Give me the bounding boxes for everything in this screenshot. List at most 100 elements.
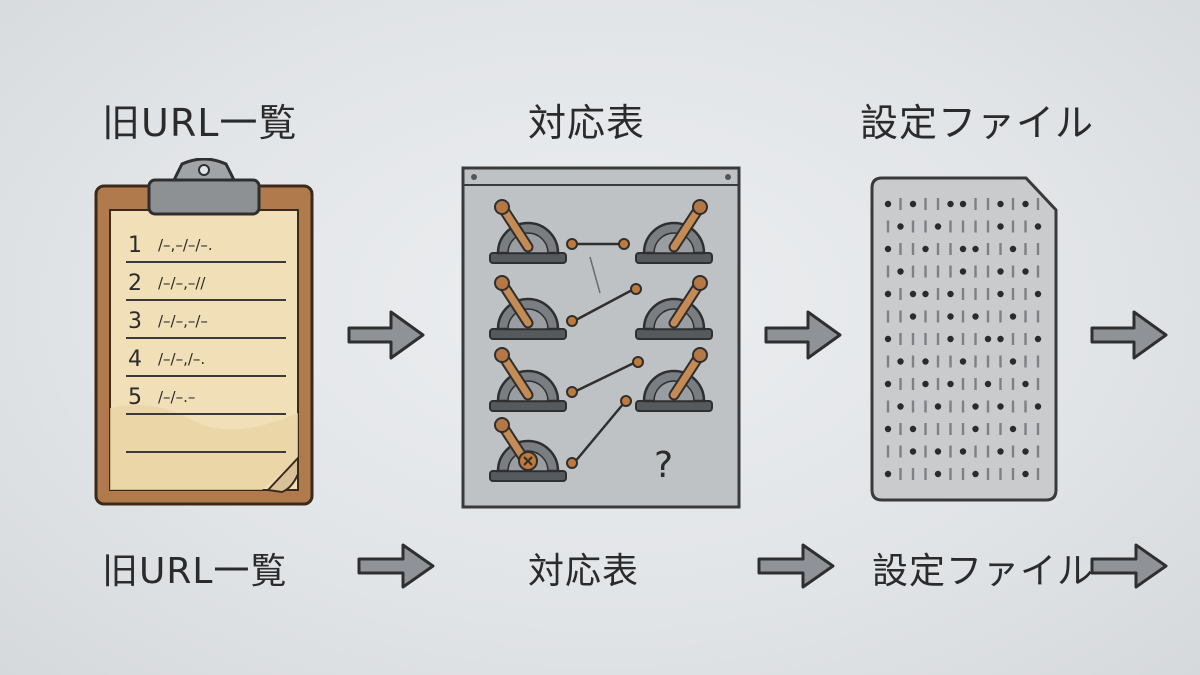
card-hole — [972, 245, 979, 253]
list-item-number: 4 — [128, 347, 142, 372]
card-hole — [924, 220, 927, 233]
lever-switch-icon — [635, 199, 713, 264]
card-hole — [972, 470, 979, 478]
card-hole — [1024, 243, 1027, 255]
card-hole — [936, 288, 940, 300]
card-hole — [999, 378, 1002, 390]
card-hole — [899, 378, 902, 390]
card-hole — [1011, 468, 1015, 480]
card-hole — [974, 198, 977, 210]
card-hole — [1036, 355, 1040, 368]
card-hole — [886, 265, 890, 278]
card-hole — [936, 265, 940, 278]
lever-switch-icon — [635, 275, 713, 340]
card-hole — [899, 423, 902, 435]
card-hole — [999, 468, 1002, 480]
card-hole — [911, 243, 915, 255]
card-hole — [924, 198, 927, 210]
list-item-number: 2 — [128, 271, 142, 296]
card-hole — [886, 445, 890, 458]
card-hole — [886, 220, 890, 233]
step-2-title: 対応表 — [528, 101, 646, 145]
card-hole — [949, 423, 952, 435]
card-hole — [997, 448, 1004, 455]
list-item-path: /–/–,–/– — [158, 312, 208, 330]
card-hole — [974, 288, 977, 300]
card-hole — [974, 265, 977, 278]
card-hole — [997, 223, 1004, 230]
card-hole — [959, 200, 967, 208]
lever-switch-icon — [635, 347, 713, 412]
card-hole — [986, 265, 990, 278]
card-hole — [949, 220, 952, 233]
card-hole — [947, 290, 954, 298]
card-hole — [922, 290, 929, 298]
right-arrow-icon — [357, 543, 435, 589]
card-hole — [972, 313, 979, 320]
card-hole — [884, 290, 892, 298]
list-item-path: /–/–.– — [158, 388, 195, 406]
lever-switch-icon — [489, 417, 567, 482]
card-hole — [884, 200, 892, 208]
step-3-title: 設定ファイル — [860, 101, 1095, 145]
card-hole — [986, 220, 990, 233]
card-hole — [936, 198, 940, 210]
card-hole — [1011, 400, 1015, 413]
clipboard-icon: 1 /–,–/–/–. 2 /–/–,–// 3 /–/–,–/– 4 /–/–… — [94, 158, 314, 506]
card-hole — [924, 445, 927, 458]
card-hole — [897, 403, 904, 410]
card-hole — [986, 355, 990, 368]
card-hole — [1022, 448, 1029, 455]
card-hole — [959, 448, 967, 455]
right-arrow-icon — [757, 543, 835, 589]
card-hole — [922, 380, 929, 388]
card-hole — [974, 220, 977, 233]
card-hole — [999, 423, 1002, 435]
card-hole — [1009, 245, 1017, 253]
card-hole — [997, 335, 1004, 343]
card-hole — [947, 200, 954, 208]
card-hole — [961, 220, 965, 233]
card-hole — [997, 403, 1004, 410]
card-hole — [911, 400, 915, 413]
right-arrow-icon — [1090, 543, 1168, 589]
right-arrow-icon — [347, 310, 425, 360]
card-hole — [909, 425, 917, 433]
lever-switch-icon — [489, 275, 567, 340]
card-hole — [1009, 425, 1017, 433]
card-holes — [884, 198, 1042, 480]
card-hole — [934, 223, 942, 230]
card-hole — [1022, 380, 1029, 388]
card-hole — [897, 223, 904, 230]
card-hole — [974, 445, 977, 458]
card-hole — [911, 468, 915, 480]
card-hole — [961, 423, 965, 435]
step-1-title: 旧URL一覧 — [102, 101, 298, 145]
card-hole — [1022, 268, 1029, 275]
card-hole — [1024, 220, 1027, 233]
card-hole — [1036, 468, 1040, 480]
card-hole — [1036, 243, 1040, 255]
card-hole — [884, 245, 892, 253]
card-hole — [999, 243, 1002, 255]
card-hole — [1036, 265, 1040, 278]
card-hole — [961, 468, 965, 480]
card-hole — [1024, 333, 1027, 345]
card-hole — [1036, 423, 1040, 435]
card-hole — [974, 355, 977, 368]
card-hole — [1009, 313, 1017, 320]
card-hole — [886, 355, 890, 368]
card-hole — [949, 445, 952, 458]
step-3-caption: 設定ファイル — [872, 551, 1095, 592]
card-hole — [949, 243, 952, 255]
list-item-path: /–/–,–// — [158, 274, 206, 292]
card-hole — [899, 333, 902, 345]
card-hole — [924, 265, 927, 278]
card-hole — [997, 290, 1004, 298]
card-hole — [924, 310, 927, 323]
card-hole — [984, 335, 992, 343]
card-hole — [961, 333, 965, 345]
card-hole — [922, 245, 929, 253]
card-hole — [911, 378, 915, 390]
card-hole — [911, 355, 915, 368]
